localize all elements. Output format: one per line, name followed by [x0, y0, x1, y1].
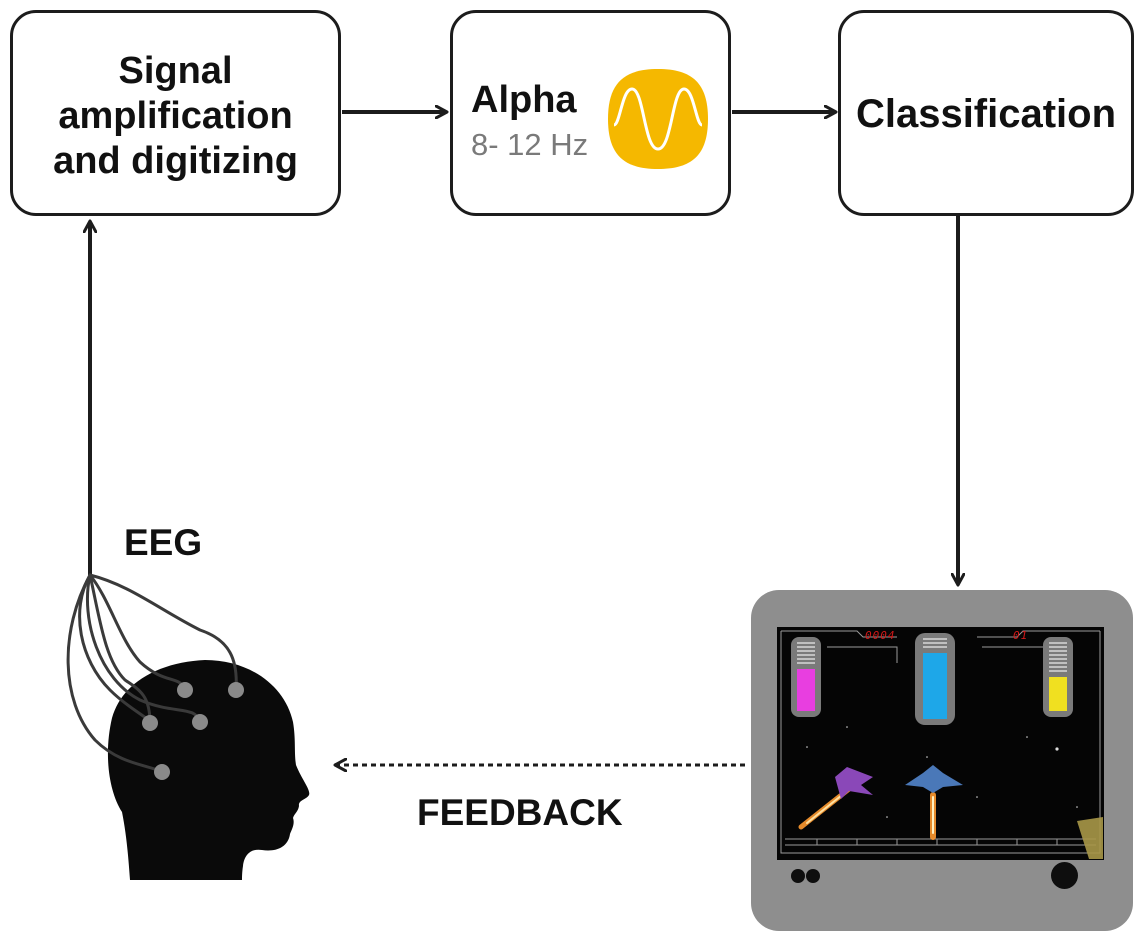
signal-amplification-label: Signal amplification and digitizing — [13, 49, 338, 184]
signal-line-2: amplification — [58, 95, 293, 137]
classification-box: Classification — [838, 10, 1134, 216]
game-monitor: 0004 01 — [751, 590, 1133, 931]
alpha-title: Alpha — [471, 79, 577, 121]
game-screen: 0004 01 — [777, 627, 1104, 860]
signal-line-3: and digitizing — [53, 140, 298, 182]
sine-wave-circle-icon — [608, 69, 708, 169]
signal-amplification-box: Signal amplification and digitizing — [10, 10, 341, 216]
classification-label: Classification — [855, 92, 1117, 136]
alpha-frequency-range: 8- 12 Hz — [471, 127, 589, 162]
feedback-label: FEEDBACK — [417, 792, 623, 833]
monitor-power-button — [1051, 862, 1078, 889]
monitor-button-left-2 — [806, 869, 820, 883]
gauge-center — [915, 633, 955, 725]
game-scene — [780, 630, 1103, 859]
ship-blue — [905, 765, 963, 840]
eeg-wires — [66, 573, 238, 774]
electrode — [154, 764, 170, 780]
score-right: 01 — [1013, 629, 1029, 642]
alpha-band-box: Alpha 8- 12 Hz — [450, 10, 731, 216]
gauge-left — [791, 637, 821, 717]
gauge-right — [1043, 637, 1073, 717]
electrode — [142, 715, 158, 731]
monitor-button-left — [791, 869, 805, 883]
debris-yellow — [1077, 817, 1103, 859]
eeg-electrodes — [142, 682, 244, 780]
eeg-label: EEG — [124, 522, 203, 563]
score-left: 0004 — [865, 629, 896, 642]
electrode — [177, 682, 193, 698]
electrode — [228, 682, 244, 698]
ship-purple — [798, 767, 873, 830]
signal-line-1: Signal — [118, 50, 233, 92]
head-silhouette — [107, 660, 310, 880]
electrode — [192, 714, 208, 730]
